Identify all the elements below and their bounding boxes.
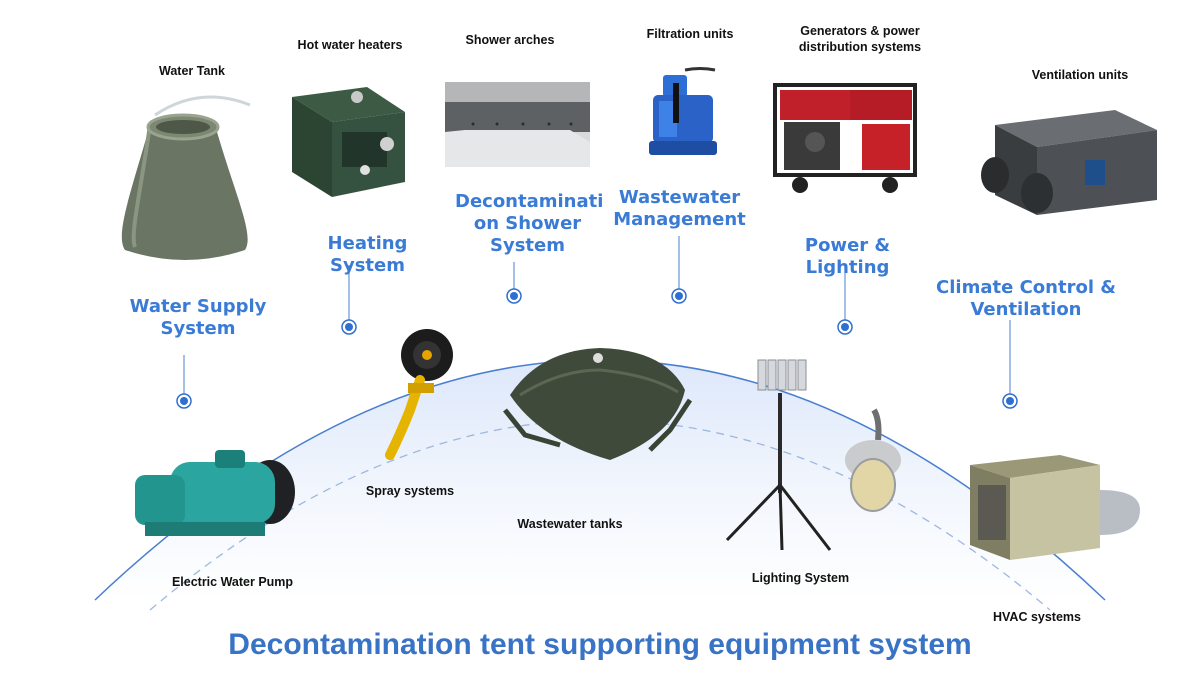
water-pump-icon bbox=[135, 450, 295, 536]
caption-hot-water-heaters: Hot water heaters bbox=[297, 38, 403, 52]
caption-electric-water-pump: Electric Water Pump bbox=[171, 575, 294, 589]
system-power: Power & Lighting bbox=[804, 235, 891, 278]
spray-nozzle-icon bbox=[385, 329, 453, 460]
caption-generators: Generators & power distribution systems bbox=[798, 24, 922, 54]
shower-arch-icon bbox=[445, 82, 590, 167]
water-tank-icon bbox=[121, 95, 251, 260]
generator-icon bbox=[773, 83, 917, 193]
caption-filtration-units: Filtration units bbox=[646, 27, 734, 41]
floodlight-icon bbox=[845, 408, 901, 512]
caption-spray-systems: Spray systems bbox=[365, 484, 455, 498]
caption-hvac-systems: HVAC systems bbox=[992, 610, 1081, 624]
caption-ventilation-units: Ventilation units bbox=[1031, 68, 1129, 82]
arc-nodes bbox=[176, 288, 1018, 409]
heater-icon bbox=[292, 87, 405, 197]
light-tower-icon bbox=[725, 359, 832, 551]
submersible-pump-icon bbox=[649, 67, 717, 155]
diagram-title: Decontamination tent supporting equipmen… bbox=[228, 628, 972, 661]
ventilation-unit-icon bbox=[981, 110, 1157, 215]
hvac-unit-icon bbox=[970, 455, 1140, 560]
system-water-supply: Water Supply System bbox=[129, 296, 267, 339]
bladder-tank-icon bbox=[503, 348, 693, 460]
system-climate: Climate Control & Ventilation bbox=[936, 277, 1116, 320]
caption-shower-arches: Shower arches bbox=[465, 33, 555, 47]
system-heating: Heating System bbox=[327, 233, 408, 276]
caption-water-tank: Water Tank bbox=[159, 64, 225, 78]
system-wastewater: Wastewater Management bbox=[613, 187, 746, 230]
caption-wastewater-tanks: Wastewater tanks bbox=[517, 517, 623, 531]
system-decon-shower: Decontaminati on Shower System bbox=[455, 191, 604, 256]
caption-lighting-system: Lighting System bbox=[751, 571, 850, 585]
